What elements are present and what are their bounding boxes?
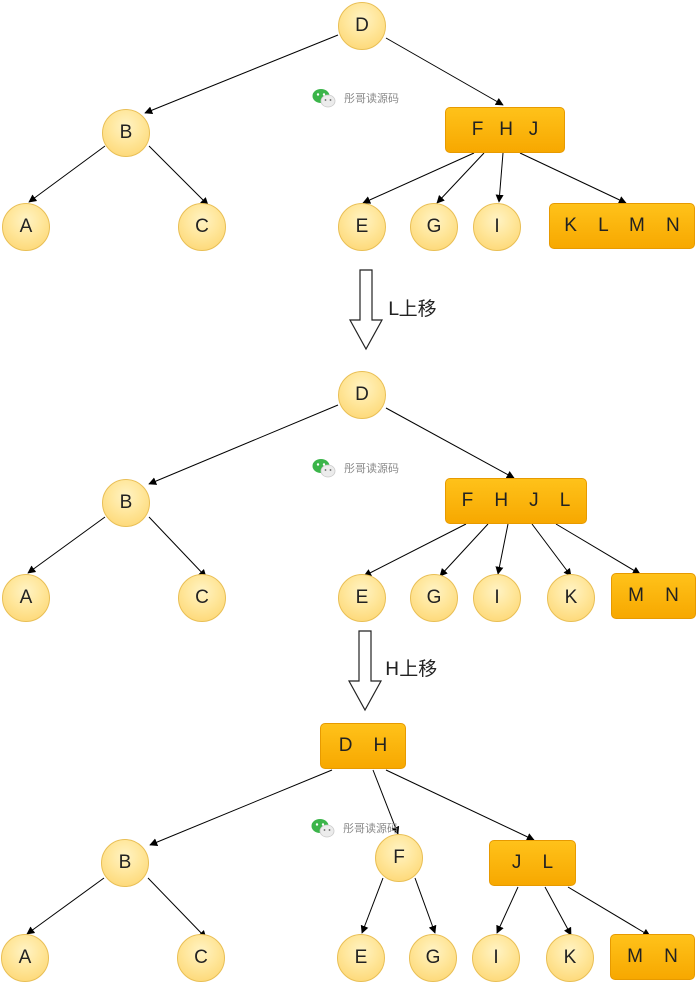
node-d-stage2: D <box>338 371 386 419</box>
wechat-icon <box>312 459 336 478</box>
edge-fhjl-e-2 <box>363 523 467 577</box>
watermark-1: 彤哥读源码 <box>312 88 399 108</box>
node-i-stage2: I <box>473 574 521 622</box>
node-k-stage3: K <box>546 934 594 982</box>
node-b-stage2: B <box>102 479 150 527</box>
wechat-icon <box>312 89 336 108</box>
edge-dh-jl-3 <box>385 769 535 841</box>
node-e-stage3: E <box>337 934 385 982</box>
edge-fhjl-mn-2 <box>555 523 641 575</box>
node-g-stage3: G <box>409 934 457 982</box>
step-label-2: H上移 <box>385 658 438 680</box>
edge-fhj-e-1 <box>362 152 475 204</box>
node-fhj-stage1: F H J <box>445 107 565 153</box>
edge-dh-f-3 <box>372 769 400 835</box>
edge-f-g-3 <box>414 877 437 934</box>
edge-b-a-2 <box>27 516 106 574</box>
edge-b-c-2 <box>148 516 207 578</box>
down-arrow-2 <box>347 630 383 712</box>
node-g-stage2: G <box>410 574 458 622</box>
edge-fhj-g-1 <box>436 152 485 204</box>
node-i-stage1: I <box>473 203 521 251</box>
watermark-text: 彤哥读源码 <box>343 822 398 835</box>
node-klmn-stage1: K L M N <box>549 203 695 249</box>
edge-f-e-3 <box>360 877 384 934</box>
node-c-stage2: C <box>178 574 226 622</box>
node-fhjl-stage2: F H J L <box>445 478 587 524</box>
node-a-stage3: A <box>1 934 49 982</box>
edge-b-a-1 <box>28 145 106 203</box>
step-label-1: L上移 <box>388 298 437 320</box>
edge-b-a-3 <box>26 877 105 935</box>
edge-d-b-2 <box>148 404 339 485</box>
edge-fhjl-g-2 <box>439 523 489 577</box>
edge-b-c-3 <box>147 877 207 939</box>
node-c-stage1: C <box>178 203 226 251</box>
edge-fhjl-k-2 <box>531 523 572 577</box>
node-mn-stage3: M N <box>610 934 695 980</box>
edge-d-b-1 <box>144 34 339 115</box>
node-f-stage3: F <box>375 834 423 882</box>
edge-jl-k-3 <box>544 886 572 936</box>
edge-fhj-klmn-1 <box>519 152 627 204</box>
edge-fhjl-i-2 <box>495 523 509 575</box>
edge-dh-b-3 <box>149 769 333 846</box>
edge-fhj-i-1 <box>495 152 504 203</box>
node-i-stage3: I <box>472 934 520 982</box>
edge-jl-mn-3 <box>567 886 651 937</box>
node-jl-stage3: J L <box>489 840 576 886</box>
edge-d-fhjl-2 <box>385 407 515 479</box>
watermark-text: 彤哥读源码 <box>344 462 399 475</box>
down-arrow-1 <box>348 269 384 351</box>
watermark-3: 彤哥读源码 <box>311 818 398 838</box>
node-a-stage1: A <box>2 203 50 251</box>
edge-d-fhj-1 <box>385 37 504 106</box>
edge-b-c-1 <box>148 145 209 206</box>
watermark-text: 彤哥读源码 <box>344 92 399 105</box>
node-mn-stage2: M N <box>611 573 696 619</box>
watermark-2: 彤哥读源码 <box>312 458 399 478</box>
node-e-stage1: E <box>338 203 386 251</box>
node-dh-stage3: D H <box>320 723 406 769</box>
node-b-stage1: B <box>102 109 150 157</box>
node-d-stage1: D <box>338 2 386 50</box>
node-g-stage1: G <box>410 203 458 251</box>
node-b-stage3: B <box>101 839 149 887</box>
wechat-icon <box>311 819 335 838</box>
node-k-stage2: K <box>547 574 595 622</box>
edge-jl-i-3 <box>496 886 519 934</box>
node-a-stage2: A <box>2 574 50 622</box>
node-c-stage3: C <box>177 934 225 982</box>
node-e-stage2: E <box>338 574 386 622</box>
